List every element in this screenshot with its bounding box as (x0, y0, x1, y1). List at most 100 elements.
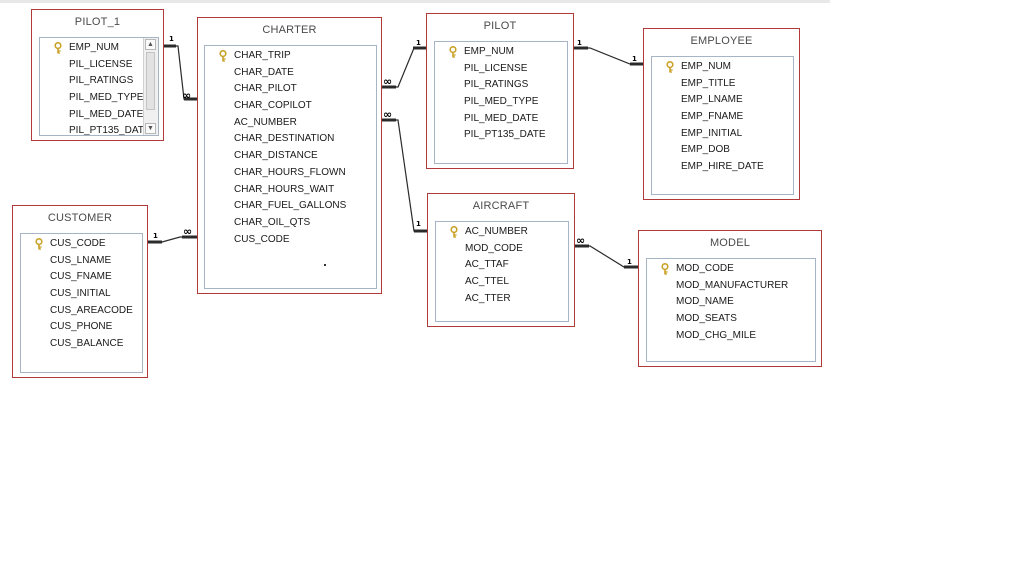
field-label: EMP_NUM (464, 46, 515, 57)
field-label: PIL_RATINGS (69, 75, 134, 87)
field-item[interactable]: CUS_INITIAL (21, 286, 142, 303)
field-item[interactable]: CHAR_HOURS_FLOWN (205, 165, 376, 182)
primary-key-field[interactable]: CHAR_TRIP (205, 48, 376, 65)
primary-key-field[interactable]: EMP_NUM (40, 40, 158, 57)
field-item[interactable]: PIL_LICENSE (435, 61, 567, 78)
field-label: CHAR_FUEL_GALLONS (234, 200, 347, 212)
field-item[interactable]: CUS_BALANCE (21, 336, 142, 353)
relationship-charter-aircraft (382, 119, 428, 232)
field-label: EMP_NUM (69, 42, 120, 53)
primary-key-field[interactable]: MOD_CODE (647, 261, 815, 278)
scroll-down-arrow-icon[interactable]: ▼ (145, 123, 156, 134)
vertical-scrollbar[interactable]: ▲ ▼ (143, 38, 158, 135)
field-item[interactable]: CHAR_OIL_QTS (205, 215, 376, 232)
field-label: EMP_DOB (681, 144, 730, 156)
key-icon (449, 225, 459, 238)
field-item[interactable]: PIL_MED_TYPE (40, 90, 158, 107)
field-label: CHAR_DATE (234, 66, 294, 78)
scroll-up-arrow-icon[interactable]: ▲ (145, 39, 156, 50)
field-item[interactable]: PIL_MED_TYPE (435, 94, 567, 111)
field-item[interactable]: MOD_CODE (436, 241, 568, 258)
field-item[interactable]: EMP_DOB (652, 142, 793, 159)
field-item[interactable]: EMP_FNAME (652, 109, 793, 126)
field-item[interactable]: AC_TTER (436, 291, 568, 308)
field-item[interactable]: AC_NUMBER (205, 115, 376, 132)
field-item[interactable]: CUS_LNAME (21, 253, 142, 270)
field-item[interactable]: PIL_PT135_DATE (40, 123, 158, 136)
field-label: MOD_CHG_MILE (676, 329, 757, 341)
field-item[interactable]: CHAR_DATE (205, 65, 376, 82)
field-item[interactable]: EMP_HIRE_DATE (652, 159, 793, 176)
key-icon (448, 45, 458, 58)
key-icon (34, 237, 44, 250)
field-item[interactable]: PIL_LICENSE (40, 57, 158, 74)
cardinality-many: ∞ (576, 234, 585, 247)
field-label: EMP_INITIAL (681, 127, 743, 139)
field-item[interactable]: PIL_MED_DATE (435, 111, 567, 128)
key-icon (665, 60, 675, 73)
field-item[interactable]: MOD_MANUFACTURER (647, 278, 815, 295)
field-label: PIL_MED_DATE (69, 108, 144, 120)
field-label: CHAR_OIL_QTS (234, 216, 311, 228)
field-label: CUS_FNAME (50, 271, 112, 283)
field-item[interactable]: CHAR_FUEL_GALLONS (205, 198, 376, 215)
field-item[interactable]: MOD_CHG_MILE (647, 328, 815, 345)
primary-key-field[interactable]: CUS_CODE (21, 236, 142, 253)
cardinality-many: ∞ (183, 225, 192, 238)
field-item[interactable]: EMP_TITLE (652, 76, 793, 93)
scroll-thumb[interactable] (146, 52, 155, 110)
field-item[interactable]: CHAR_COPILOT (205, 98, 376, 115)
primary-key-field[interactable]: EMP_NUM (652, 59, 793, 76)
primary-key-field[interactable]: AC_NUMBER (436, 224, 568, 241)
field-label: CHAR_DESTINATION (234, 133, 335, 145)
field-item[interactable]: PIL_MED_DATE (40, 107, 158, 124)
field-label: AC_NUMBER (234, 116, 297, 128)
field-item[interactable]: PIL_PT135_DATE (435, 127, 567, 144)
field-item[interactable]: EMP_INITIAL (652, 126, 793, 143)
field-item[interactable]: PIL_RATINGS (40, 73, 158, 90)
field-item[interactable]: CUS_CODE (205, 232, 376, 249)
field-item[interactable]: AC_TTEL (436, 274, 568, 291)
field-label: MOD_CODE (676, 263, 734, 274)
field-item[interactable]: CUS_FNAME (21, 269, 142, 286)
field-item[interactable]: CHAR_HOURS_WAIT (205, 182, 376, 199)
relationship-pilot1-charter (164, 45, 198, 100)
field-item[interactable]: CUS_AREACODE (21, 303, 142, 320)
table-title: CUSTOMER (47, 212, 113, 224)
field-item[interactable]: CHAR_DESTINATION (205, 131, 376, 148)
field-label: CUS_AREACODE (50, 304, 133, 316)
field-item[interactable]: CUS_PHONE (21, 319, 142, 336)
field-item[interactable]: CHAR_DISTANCE (205, 148, 376, 165)
field-item[interactable]: MOD_NAME (647, 294, 815, 311)
field-label: AC_TTEL (465, 276, 509, 288)
field-label: PIL_MED_TYPE (69, 92, 144, 104)
table-title: EMPLOYEE (690, 35, 753, 47)
field-item[interactable]: MOD_SEATS (647, 311, 815, 328)
field-item[interactable]: AC_TTAF (436, 257, 568, 274)
field-label: CUS_LNAME (50, 254, 112, 266)
field-label: EMP_LNAME (681, 94, 743, 106)
table-title: AIRCRAFT (472, 200, 530, 212)
field-item[interactable]: PIL_RATINGS (435, 77, 567, 94)
key-icon (218, 49, 228, 62)
field-label: PIL_PT135_DATE (69, 125, 151, 136)
field-label: CHAR_TRIP (234, 50, 291, 61)
field-item[interactable]: EMP_LNAME (652, 92, 793, 109)
cardinality-many: ∞ (383, 108, 392, 121)
primary-key-field[interactable]: EMP_NUM (435, 44, 567, 61)
field-item[interactable]: CHAR_PILOT (205, 81, 376, 98)
